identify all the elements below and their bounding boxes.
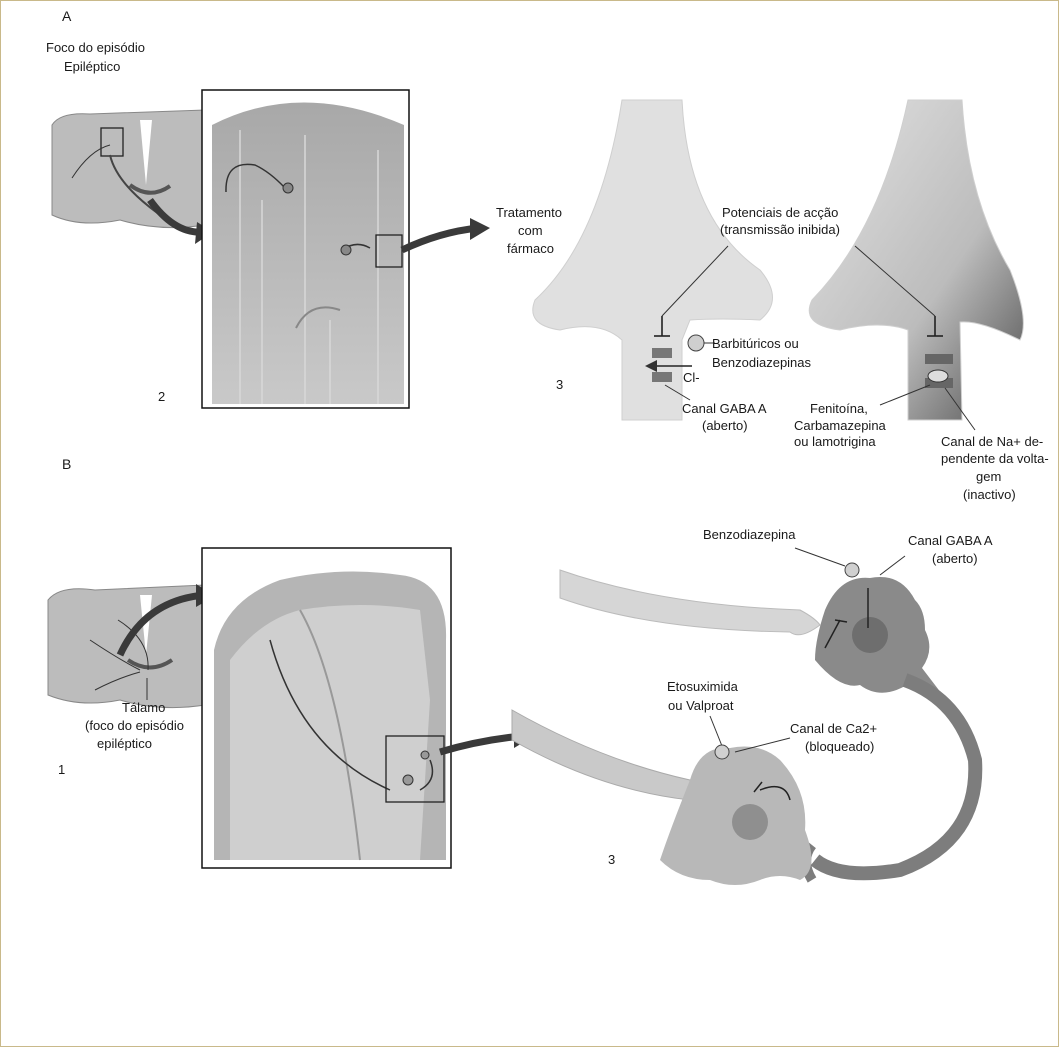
na-line2: pendente da volta-	[941, 451, 1049, 466]
treatment-line2: com	[518, 223, 543, 238]
benzo-label: Benzodiazepina	[703, 527, 796, 542]
feni-line2: Carbamazepina	[794, 418, 887, 433]
magnified-box-b	[202, 548, 451, 868]
step-2-a: 2	[158, 389, 165, 404]
ca-line1: Canal de Ca2+	[790, 721, 877, 736]
panel-a-letter: A	[62, 8, 72, 24]
axon-upper	[560, 570, 820, 635]
benzo-site	[845, 563, 859, 577]
ca-channel-site	[715, 745, 729, 759]
feni-line3: ou lamotrigina	[794, 434, 876, 449]
chloride-label: Cl-	[683, 370, 700, 385]
gaba-b-line1: Canal GABA A	[908, 533, 993, 548]
feni-line1: Fenitoína,	[810, 401, 868, 416]
na-line3: gem	[976, 469, 1001, 484]
thal-line1: Tálamo	[122, 700, 165, 715]
arrow-to-neurons-b	[440, 736, 522, 752]
arrow-to-treatment	[402, 228, 478, 250]
treatment-line1: Tratamento	[496, 205, 562, 220]
focus-label-line1: Foco do episódio	[46, 40, 145, 55]
gaba-a-line1: Canal GABA A	[682, 401, 767, 416]
eto-line1: Etosuximida	[667, 679, 739, 694]
eto-line2: ou Valproat	[668, 698, 734, 713]
na-line1: Canal de Na+ de-	[941, 434, 1043, 449]
treatment-line3: fármaco	[507, 241, 554, 256]
step-3-a: 3	[556, 377, 563, 392]
ap-line1: Potenciais de acção	[722, 205, 838, 220]
ap-line2: (transmissão inibida)	[720, 222, 840, 237]
neuron-lower	[660, 747, 811, 886]
barb-line1: Barbitúricos ou	[712, 336, 799, 351]
barb-line2: Benzodiazepinas	[712, 355, 812, 370]
magnified-box-a	[202, 90, 409, 408]
step-1-b: 1	[58, 762, 65, 777]
thal-line2: (foco do episódio	[85, 718, 184, 733]
gaba-a-line2: (aberto)	[702, 418, 748, 433]
step-3-b: 3	[608, 852, 615, 867]
thal-line3: epiléptico	[97, 736, 152, 751]
synaptic-terminal-2	[809, 100, 1023, 420]
na-line4: (inactivo)	[963, 487, 1016, 502]
gaba-b-line2: (aberto)	[932, 551, 978, 566]
focus-label-line2: Epiléptico	[64, 59, 120, 74]
brain-section-a	[52, 110, 205, 228]
panel-b-letter: B	[62, 456, 71, 472]
ca-line2: (bloqueado)	[805, 739, 874, 754]
